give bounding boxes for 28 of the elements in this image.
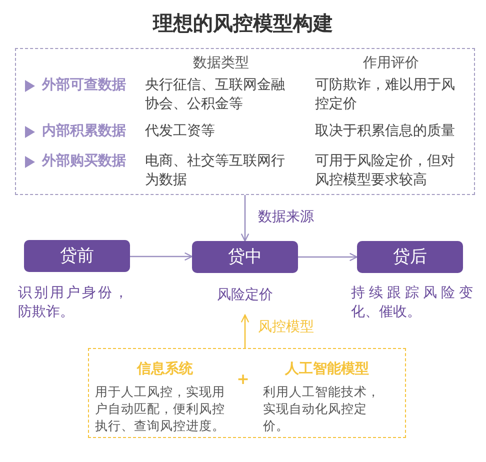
- table-cell-text: 可防欺诈，难以用于风控定价: [315, 76, 456, 114]
- table-cell-text: 代发工资等: [145, 122, 216, 141]
- column-header: 数据类型: [192, 54, 250, 73]
- stage-box: 贷后: [357, 241, 463, 273]
- description-text: 用于人工风控，实现用户自动匹配，便利风控执行、查询风控进度。: [95, 383, 226, 434]
- row-heading: 外部购买数据: [42, 152, 127, 171]
- stage-note: 持续跟踪风险变化、催收。: [351, 284, 473, 322]
- stage-box: 贷中: [192, 241, 298, 273]
- table-cell-text: 央行征信、互联网金融协会、公积金等: [145, 76, 286, 114]
- dashed-frame: [88, 348, 406, 438]
- stage-note: 风险定价: [216, 286, 274, 305]
- title: 理想的风控模型构建: [152, 10, 334, 36]
- description-text: 利用人工智能技术，实现自动化风控定价。: [263, 383, 381, 434]
- arrow: [240, 314, 250, 348]
- table-cell-text: 电商、社交等互联网行为数据: [145, 152, 286, 190]
- plus-sign: +: [236, 370, 250, 389]
- row-heading: 外部可查数据: [42, 76, 127, 95]
- section-heading: 信息系统: [136, 360, 194, 379]
- arrow: [298, 252, 358, 262]
- stage-box: 贷前: [24, 240, 130, 272]
- section-heading: 人工智能模型: [284, 360, 370, 379]
- table-cell-text: 可用于风险定价，但对风控模型要求较高: [315, 152, 456, 190]
- arrow: [240, 195, 250, 242]
- row-heading: 内部积累数据: [42, 122, 127, 141]
- stage-note: 识别用户身份，防欺诈。: [18, 284, 128, 322]
- column-header: 作用评价: [362, 54, 420, 73]
- arrow: [130, 252, 193, 261]
- table-cell-text: 取决于积累信息的质量: [315, 122, 456, 141]
